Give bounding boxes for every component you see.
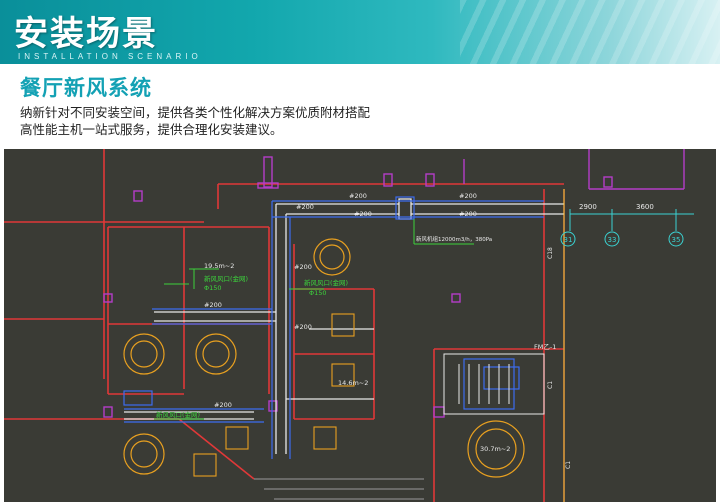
door-label: C18 [547, 247, 554, 259]
duct-size-label: #200 [349, 192, 367, 200]
duct-size-label: #200 [294, 323, 312, 331]
axis-bubbles: 31 33 35 [560, 231, 684, 247]
dimension-label: 2900 [579, 203, 597, 211]
duct-size-label: #200 [294, 263, 312, 271]
diameter-label: Φ150 [309, 289, 327, 297]
diameter-label: Φ150 [204, 284, 222, 292]
section-description: 纳新针对不同安装空间，提供各类个性化解决方案优质附材搭配 高性能主机一站式服务，… [20, 104, 440, 138]
axis-label: 35 [672, 236, 681, 244]
header-banner: 安装场景 INSTALLATION SCENARIO [0, 0, 720, 64]
dimension-label: 3600 [636, 203, 654, 211]
round-tables [123, 238, 525, 478]
page-subtitle: INSTALLATION SCENARIO [18, 52, 202, 61]
page-title: 安装场景 [14, 14, 158, 54]
axis-grid [563, 189, 694, 502]
door-label: C1 [547, 381, 554, 389]
door-label: FM乙-1 [534, 343, 556, 351]
square-tables [193, 313, 355, 477]
door-label: C1 [565, 461, 572, 469]
duct-size-label: #200 [214, 401, 232, 409]
diffuser-label: 新风风口(金网) [204, 274, 248, 283]
duct-size-label: #200 [204, 301, 222, 309]
area-label: 19.5m~2 [204, 262, 234, 270]
unit-note: 新风机组12000m3/h，380Pa [416, 235, 492, 243]
diffuser-label: 新风风口(金网) [304, 278, 348, 287]
roof-hatch [254, 478, 424, 500]
area-label: 14.6m~2 [338, 379, 368, 387]
duct-size-label: #200 [459, 192, 477, 200]
duct-outlines [123, 196, 544, 459]
duct-size-label: #200 [459, 210, 477, 218]
description-line-1: 纳新针对不同安装空间，提供各类个性化解决方案优质附材搭配 [20, 105, 371, 120]
duct-size-label: #200 [296, 203, 314, 211]
axis-label: 33 [608, 236, 617, 244]
section-title: 餐厅新风系统 [20, 76, 152, 100]
axis-label: 31 [564, 236, 573, 244]
columns [103, 149, 685, 418]
staircase [443, 353, 545, 415]
duct-size-label: #200 [354, 210, 372, 218]
cad-floor-plan: 31 33 35 2900 3600 #200 #200 #200 #200 [4, 149, 716, 502]
area-label: 30.7m~2 [480, 445, 510, 453]
diffuser-label: 新风风口(金网) [156, 410, 200, 419]
floor-plan-drawing: 31 33 35 2900 3600 #200 #200 #200 #200 [4, 149, 694, 502]
air-ducts [124, 198, 564, 454]
leader-lines [154, 219, 474, 420]
description-line-2: 高性能主机一站式服务，提供合理化安装建议。 [20, 122, 283, 137]
banner-decoration [460, 0, 720, 64]
